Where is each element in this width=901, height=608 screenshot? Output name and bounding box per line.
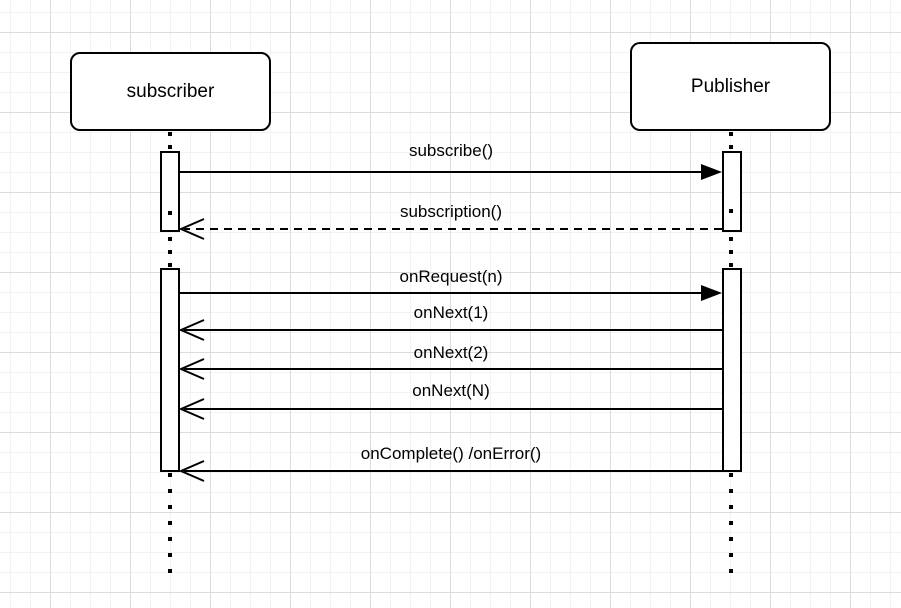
subscriber-lifeline-dot	[168, 211, 172, 215]
activation-bar-publisher-1[interactable]	[722, 151, 742, 232]
message-label-onnext-1[interactable]: onNext(1)	[413, 303, 489, 322]
filled-arrowhead-icon	[701, 164, 722, 180]
activation-bar-publisher-2[interactable]	[722, 268, 742, 472]
message-label-oncomplete-onerror[interactable]: onComplete() /onError()	[360, 444, 542, 463]
subscriber-lifeline-segment	[168, 132, 172, 150]
participant-publisher-label: Publisher	[690, 75, 771, 97]
message-label-subscribe[interactable]: subscribe()	[408, 141, 494, 160]
publisher-lifeline-dot	[729, 209, 733, 213]
open-arrowhead-icon	[178, 398, 205, 420]
publisher-lifeline-segment	[729, 473, 733, 574]
message-label-onnext-n[interactable]: onNext(N)	[412, 381, 490, 400]
participant-subscriber[interactable]: subscriber	[70, 52, 271, 131]
publisher-lifeline-segment	[729, 237, 733, 268]
message-label-onrequest[interactable]: onRequest(n)	[399, 267, 503, 286]
message-label-onnext-2[interactable]: onNext(2)	[413, 343, 489, 362]
activation-bar-subscriber-2[interactable]	[160, 268, 180, 472]
message-label-subscription[interactable]: subscription()	[399, 202, 503, 221]
message-onnext-n[interactable]	[178, 398, 722, 420]
subscriber-lifeline-segment	[168, 237, 172, 268]
activation-bar-subscriber-1[interactable]	[160, 151, 180, 232]
subscriber-lifeline-segment	[168, 473, 172, 574]
participant-subscriber-label: subscriber	[126, 80, 215, 102]
message-subscribe[interactable]	[180, 164, 722, 180]
publisher-lifeline-segment	[729, 132, 733, 150]
participant-publisher[interactable]: Publisher	[630, 42, 831, 131]
